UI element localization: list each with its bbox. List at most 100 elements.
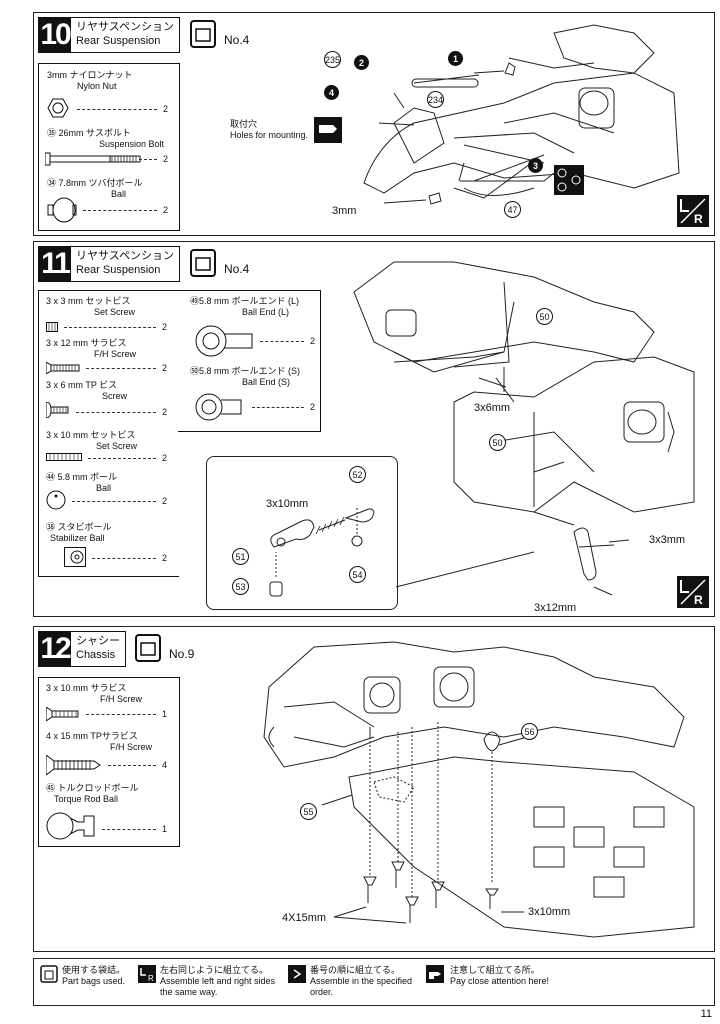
mount-jp: 取付穴 [230,119,258,129]
part-en: Torque Rod Ball [54,794,119,804]
callout-53: 53 [232,578,249,595]
part-jp: ㊾5.8 mm ボールエンド (L) [190,296,300,306]
part-qty: 2 [163,154,169,164]
torque-rod-ball-icon [46,812,95,840]
legend-order: 番号の順に組立てる。 Assemble in the specified ord… [310,965,430,998]
stabilizer-ball-icon [64,547,86,567]
step-title-jp: リヤサスペンション [76,250,175,262]
part-en: Ball [111,189,127,199]
part-ball-end-l: ㊾5.8 mm ボールエンド (L) Ball End (L) [190,296,299,318]
label-3x12mm: 3x12mm [534,602,577,614]
step-10-panel: 10 リヤサスペンション Rear Suspension No.4 3mm ナイ… [33,12,715,236]
legend-jp: 左右同じように組立てる。 [160,965,269,975]
mount-holes-label: 取付穴 Holes for mounting. [230,119,308,141]
callout-50-lower: 50 [489,434,506,451]
qty-dash [83,210,157,211]
part-jp: ㉞ 7.8mm ツバ付ボール [47,178,143,188]
callout-54: 54 [349,566,366,583]
qty-dash [102,829,156,830]
qty-dash [77,109,157,110]
step-title: シャシー Chassis [71,632,125,666]
part-4x15-tp-fh-screw: 4 x 15 mm TPサラビス F/H Screw [46,731,152,753]
set-screw-icon [46,322,58,332]
part-en: F/H Screw [94,349,137,359]
part-qty: 2 [163,205,169,215]
part-en: F/H Screw [100,694,143,704]
legend-en: Assemble left and right sides the same w… [160,976,276,997]
callout-234: 234 [427,91,444,108]
inset-detail-box [206,456,398,610]
part-jp: 3 x 6 mm TP ビス [46,380,118,390]
ball-end-l-icon [195,325,253,357]
part-jp: 3 x 3 mm セットビス [46,296,131,306]
part-torque-rod-ball: ㊺ トルクロッドボール Torque Rod Ball [46,783,139,805]
part-en: Suspension Bolt [99,139,165,149]
inset-screw-label: 3x10mm [266,498,309,510]
qty-dash [260,341,304,342]
part-jp: 3 x 12 mm サラビス [46,338,127,348]
step-title-en: Rear Suspension [76,264,161,276]
part-en: Ball [96,483,112,493]
part-en: Ball End (L) [242,307,290,317]
order-4-badge: 4 [324,85,339,100]
part-qty: 2 [162,322,168,332]
step-11-header: 11 リヤサスペンション Rear Suspension [38,246,181,282]
tp-fh-screw-icon [46,755,101,775]
part-qty: 2 [162,407,168,417]
ball-icon [46,490,66,510]
legend-en: Part bags used. [62,976,126,986]
step-number: 10 [39,18,72,52]
qty-dash [88,458,156,459]
bolt-icon [45,152,141,166]
page-number: 11 [700,1008,712,1020]
legend-left-right: 左右同じように組立てる。 Assemble left and right sid… [160,965,280,998]
part-3x10-set-screw: 3 x 10 mm セットビス Set Screw [46,430,137,452]
part-jp: 3mm ナイロンナット [47,70,133,80]
part-ball-end-s: ㊿5.8 mm ボールエンド (S) Ball End (S) [190,366,300,388]
step-10-header: 10 リヤサスペンション Rear Suspension [38,17,181,53]
step-11-panel: 11 リヤサスペンション Rear Suspension No.4 3 x 3 … [33,241,715,617]
fh-screw-icon [46,362,80,374]
qty-dash [64,327,156,328]
set-screw-long-icon [46,453,82,461]
part-jp: ㊳ スタビボール [46,522,112,532]
bag-icon [40,965,58,983]
bag-icon [190,20,216,48]
fh-screw-icon [46,707,79,721]
callout-55: 55 [300,803,317,820]
legend-en: Pay close attention here! [450,976,550,986]
ball-icon [47,197,77,223]
legend-bags: 使用する袋詰。 Part bags used. [62,965,125,987]
part-qty: 4 [162,760,168,770]
bag-label: No.4 [224,262,250,276]
part-5.8-ball: ㊹ 5.8 mm ボール Ball [46,472,117,494]
bag-icon [190,249,216,277]
part-en: Set Screw [96,441,138,451]
part-nylon-nut: 3mm ナイロンナット Nylon Nut [47,70,133,92]
part-qty: 2 [310,336,316,346]
left-right-icon: R [677,576,709,608]
left-right-icon: R [677,195,709,227]
part-qty: 1 [162,709,168,719]
parts-list: 3mm ナイロンナット Nylon Nut 2 ㉟ 26mm サスボルト Sus… [38,63,180,231]
part-3x3-set-screw: 3 x 3 mm セットビス Set Screw [46,296,135,318]
part-jp: ㊿5.8 mm ボールエンド (S) [190,366,301,376]
part-3x6-tp-screw: 3 x 6 mm TP ビス Screw [46,380,127,402]
part-suspension-bolt: ㉟ 26mm サスボルト Suspension Bolt [47,128,164,150]
parts-list [38,290,179,577]
step-number: 12 [39,632,72,666]
order-icon [554,165,584,195]
qty-dash [72,501,156,502]
part-ball: ㉞ 7.8mm ツバ付ボール Ball [47,178,143,200]
part-en: Nylon Nut [77,81,117,91]
mount-en: Holes for mounting. [230,130,309,140]
part-jp: 3 x 10 mm サラビス [46,683,127,693]
part-3x10-fh-screw: 3 x 10 mm サラビス F/H Screw [46,683,142,705]
step-title-en: Rear Suspension [76,35,161,47]
part-qty: 2 [162,363,168,373]
part-jp: ㊹ 5.8 mm ボール [46,472,118,482]
legend-en: Assemble in the specified order. [310,976,413,997]
part-qty: 1 [162,824,168,834]
part-qty: 2 [310,402,316,412]
step-title: リヤサスペンション Rear Suspension [71,18,179,52]
